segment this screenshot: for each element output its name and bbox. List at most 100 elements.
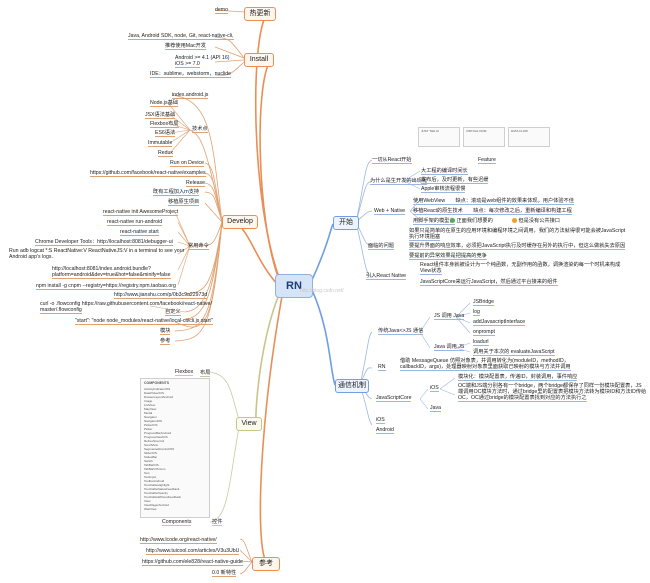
leaf-tech-5: Immutable [148, 140, 173, 147]
ref-link-2[interactable]: http://www.tuicool.com/articles/V3u3UbU [146, 548, 240, 555]
component-item: ListView [144, 403, 156, 407]
leaf-install-3: Android >= 4.1 (API 16) [175, 55, 230, 61]
node-start[interactable]: 开始 [333, 216, 359, 230]
component-item: Picker [144, 427, 153, 431]
components-list-box: COMPONENTS ActivityIndicatorIOS DatePick… [140, 378, 210, 518]
leaf-wn-3: 用脚手架的模型去 [413, 218, 455, 225]
leaf-issue-1b: 执行环境阻塞 [409, 234, 441, 241]
leaf-wn-good-text: 正面我们想要的 [456, 218, 493, 224]
leaf-wn-warn: 但是没有公共接口 [512, 218, 560, 224]
components-list-title: COMPONENTS [144, 381, 170, 385]
leaf-intro-react-native: 引入React Native [366, 273, 407, 280]
leaf-tech-4: ES6语法 [155, 130, 176, 137]
leaf-migrate: 移植原生项目 [168, 199, 200, 206]
leaf-cmd-3: react-native start [120, 229, 159, 236]
leaf-custom: 自定义 [165, 309, 181, 316]
node-reference[interactable]: 参考 [252, 557, 280, 571]
leaf-tech-point: 技术点 [192, 126, 208, 133]
component-item: TabBarIOS [144, 463, 159, 467]
diagram-thumb-3-title: DATA FLOW [511, 129, 528, 133]
leaf-why-3: Apple审核流程很慢 [421, 186, 466, 193]
leaf-tech-1: Node.js基础 [150, 100, 178, 107]
component-item: ProgressViewIOS [144, 435, 168, 439]
component-item: Switch [144, 459, 153, 463]
node-view[interactable]: View [236, 417, 262, 431]
component-item: WebView [144, 507, 157, 511]
leaf-cmd-4: Chrome Developer Tools：http://localhost:… [35, 239, 173, 246]
leaf-js-call-java: JS 调用 Java [434, 313, 465, 320]
leaf-comm-ios: iOS [376, 417, 385, 424]
leaf-cmd-1: react-native init AwesomeProject [103, 209, 179, 216]
leaf-why-react: 为什么是生开发的出现呢 [370, 178, 428, 185]
leaf-install-1: Java, Android SDK, node, Git, react-nati… [128, 33, 234, 40]
leaf-jscore-2a: OC端和JS端分别各有一个bridge，两个bridge都保存了同样一份模块配置… [458, 383, 642, 389]
leaf-components: Components [162, 519, 192, 526]
component-item: Image [144, 399, 153, 403]
leaf-intro-1a: React组件本身就被设计为一个纯函数，无副作用的函数，调换渲染的每一个时机来构… [420, 262, 621, 268]
leaf-react-start: 一切从React开始 [372, 157, 412, 164]
component-item: Text [144, 471, 150, 475]
leaf-wn-2: 移植React的原生技术 缺点：每次修改之后，重新编译和构建工程 [413, 208, 572, 215]
leaf-cmd-5b: Android app's logs. [9, 254, 53, 260]
leaf-rn-desc-b: callbackID，args)，处理器映射对象表里面获取已映射的模块与方法并调… [400, 364, 571, 371]
leaf-addjs: addJavascriptInterface [473, 319, 526, 326]
component-item: MapView [144, 407, 157, 411]
root-node-rn[interactable]: RN [275, 274, 313, 298]
leaf-jscore-2b: 端调用OC模块方法时，通过bridge里的配置表把模块方法转为模块ID和方法ID… [458, 389, 647, 395]
diagram-thumb-2-title: VIRTUAL DOM [466, 129, 487, 133]
leaf-native-examples: https://github.com/facebook/react-native… [90, 170, 206, 177]
leaf-flexbox: Flexbox [175, 369, 194, 376]
leaf-tech-2: JSX语法基础 [145, 112, 176, 119]
leaf-issues: 面临的问题 [368, 243, 394, 250]
node-communication[interactable]: 通信机制 [335, 379, 369, 393]
node-hot-update[interactable]: 热更新 [244, 7, 276, 21]
component-item: TouchableHighlight [144, 483, 170, 487]
warning-icon [512, 218, 517, 224]
leaf-why-1: 大工程的编译时间长 [421, 168, 468, 175]
leaf-comm-android: Android [376, 427, 394, 434]
leaf-existing-project: 既有工程加入rn支持 [153, 189, 200, 196]
component-item: ViewPagerAndroid [144, 503, 169, 507]
leaf-install-2: 推荐使用Mac开发 [165, 43, 206, 50]
leaf-issue-1a: 如果只是简单的在原生的应用环境和编程环境之间调用，我们的方法就得很可能会被Jav… [409, 228, 626, 234]
leaf-issue-2: 要提升界面的响应效率，必须把JavaScript执行及时缓存在另外的执行中，但这… [409, 243, 626, 250]
node-develop[interactable]: Develop [222, 215, 258, 229]
leaf-tech-3: Flexbox布局 [150, 121, 179, 128]
component-item: NavigatorIOS [144, 419, 163, 423]
leaf-common-commands: 常用命令 [188, 243, 209, 250]
leaf-install-4: iOS >= 7.0 [175, 61, 200, 68]
component-item: DrawerLayoutAndroid [144, 395, 174, 399]
leaf-ios: iOS [430, 385, 439, 392]
leaf-java: Java [430, 405, 441, 412]
component-item: ToolbarAndroid [144, 479, 165, 483]
component-item: TouchableWithoutFeedback [144, 495, 182, 499]
diagram-thumb-1: JUST THE UI [418, 127, 460, 147]
leaf-cmd-6b: platform=android&dev=true&hot=false&mini… [52, 272, 171, 279]
leaf-onprompt: onprompt [473, 329, 495, 336]
leaf-feature: Feature [478, 157, 496, 164]
leaf-layout: 布局 [200, 370, 211, 377]
leaf-issue-3: 要提前的异常效果是把提高的竞争 [409, 253, 487, 260]
node-install[interactable]: Install [244, 53, 274, 67]
leaf-js-java: 传统Java<>JS 通信 [378, 328, 424, 335]
leaf-flowconfig-a: curl -o .flowconfig https://raw.githubus… [40, 301, 212, 307]
leaf-tech-6: Redux [158, 150, 173, 157]
diagram-thumb-2: VIRTUAL DOM [463, 127, 505, 147]
ref-link-1[interactable]: http://www.lcode.org/react-native/ [140, 537, 217, 544]
leaf-intro-1b: View状态 [420, 268, 442, 275]
component-item: TouchableOpacity [144, 491, 168, 495]
leaf-intro-2: JavaScriptCore来运行JavaScript，然后通过平台接来的组件 [420, 279, 558, 286]
component-item: ScrollView [144, 443, 158, 447]
leaf-java-call-js: Java 调用 JS [434, 344, 465, 351]
watermark-text: http://blog.csdn.net/ [300, 288, 344, 294]
component-item: StatusBar [144, 455, 158, 459]
leaf-wn-1: 使用WebView 缺点：滚动是web组件的效果来体现，用户体验不佳 [413, 198, 574, 205]
leaf-log: log [473, 309, 480, 316]
leaf-evaluate: 调用关于本次的 evaluateJavaScript [473, 349, 555, 356]
ref-link-3[interactable]: https://github.com/ele828/react-native-g… [142, 559, 243, 566]
ref-link-4[interactable]: 0.0 新特性 [212, 570, 237, 577]
leaf-rn: RN [378, 364, 386, 371]
leaf-web-native: Web + Native [374, 208, 406, 215]
component-item: ProgressBarAndroid [144, 431, 172, 435]
leaf-rn-desc-a: 借助 MessageQueue 仿照对象表，并调用转化为(moduleID，me… [400, 358, 569, 364]
